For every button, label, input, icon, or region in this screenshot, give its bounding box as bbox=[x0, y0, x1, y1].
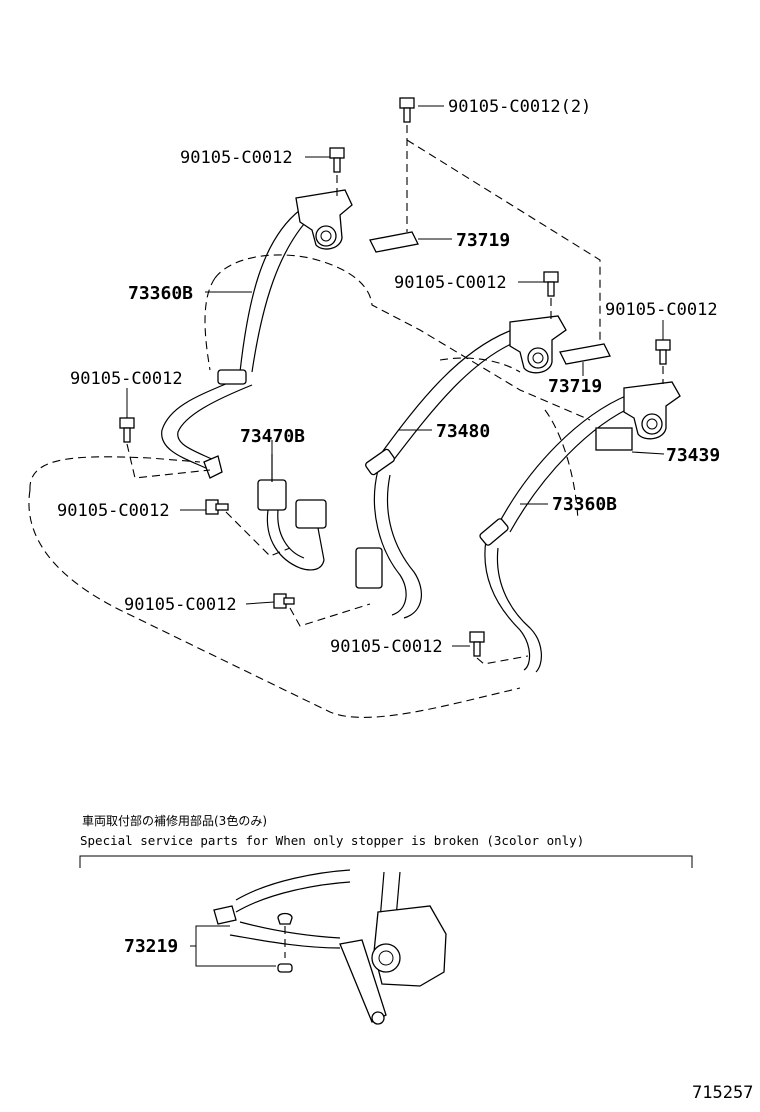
bolt-connection-lines bbox=[126, 125, 664, 665]
leader-lines bbox=[126, 105, 665, 647]
label-bolt-bottom-right: 90105-C0012 bbox=[330, 637, 443, 657]
label-bolt-top-right: 90105-C0012(2) bbox=[448, 97, 591, 117]
bolt-icon bbox=[329, 147, 345, 173]
inset-retractor bbox=[371, 905, 447, 987]
part-labels: 90105-C0012(2) 90105-C0012 90105-C0012 9… bbox=[57, 97, 720, 657]
center-seatbelt-assembly bbox=[355, 315, 567, 619]
bolt-icon bbox=[469, 631, 485, 657]
stopper-button-icon bbox=[277, 912, 293, 925]
service-parts-inset: 車両取付部の補修用部品(3色のみ) Special service parts … bbox=[79, 813, 693, 1025]
inset-japanese-note: 車両取付部の補修用部品(3色のみ) bbox=[82, 813, 267, 828]
center-buckle bbox=[355, 547, 383, 589]
label-bolt-center-top: 90105-C0012 bbox=[394, 273, 507, 293]
label-bolt-right-top: 90105-C0012 bbox=[605, 300, 718, 320]
inset-english-note: Special service parts for When only stop… bbox=[80, 833, 584, 848]
label-buckle-left: 73470B bbox=[240, 426, 305, 447]
left-anchor-plate bbox=[203, 455, 223, 479]
label-bolt-left-top: 90105-C0012 bbox=[180, 148, 293, 168]
center-belt-guide bbox=[365, 448, 395, 476]
label-bolt-bottom-center: 90105-C0012 bbox=[124, 595, 237, 615]
inset-bracket-line bbox=[79, 855, 693, 868]
label-belt-center: 73480 bbox=[436, 421, 490, 442]
retractor-cover-73439 bbox=[595, 427, 633, 451]
rear-seat-outline bbox=[28, 254, 591, 718]
label-stopper-kit: 73219 bbox=[124, 936, 178, 957]
label-bolt-left-mid: 90105-C0012 bbox=[70, 369, 183, 389]
right-seatbelt-assembly bbox=[479, 381, 681, 673]
bolt-icons bbox=[119, 97, 671, 657]
label-bracket-upper: 73719 bbox=[456, 230, 510, 251]
right-bracket-73719 bbox=[559, 343, 611, 365]
label-bolt-left-lower: 90105-C0012 bbox=[57, 501, 170, 521]
bolt-icon bbox=[205, 499, 229, 515]
center-retractor bbox=[509, 315, 567, 374]
left-retractor bbox=[295, 189, 353, 250]
label-belt-right: 73360B bbox=[552, 494, 617, 515]
bolt-icon bbox=[273, 593, 295, 609]
bolt-icon bbox=[399, 97, 415, 123]
right-belt-guide bbox=[479, 518, 509, 546]
bolt-icon bbox=[655, 339, 671, 365]
label-belt-left: 73360B bbox=[128, 283, 193, 304]
stopper-washer-icon bbox=[277, 963, 293, 973]
bolt-icon bbox=[119, 417, 135, 443]
illustration-number: 715257 bbox=[692, 1083, 753, 1103]
left-belt-guide bbox=[217, 369, 247, 385]
left-seatbelt-assembly bbox=[161, 189, 353, 479]
buckle-assembly-73470b bbox=[257, 454, 327, 571]
label-bracket-right: 73719 bbox=[548, 376, 602, 397]
label-cover-right: 73439 bbox=[666, 445, 720, 466]
right-retractor bbox=[623, 381, 681, 440]
bolt-icon bbox=[543, 271, 559, 297]
upper-bracket-73719 bbox=[369, 231, 419, 253]
